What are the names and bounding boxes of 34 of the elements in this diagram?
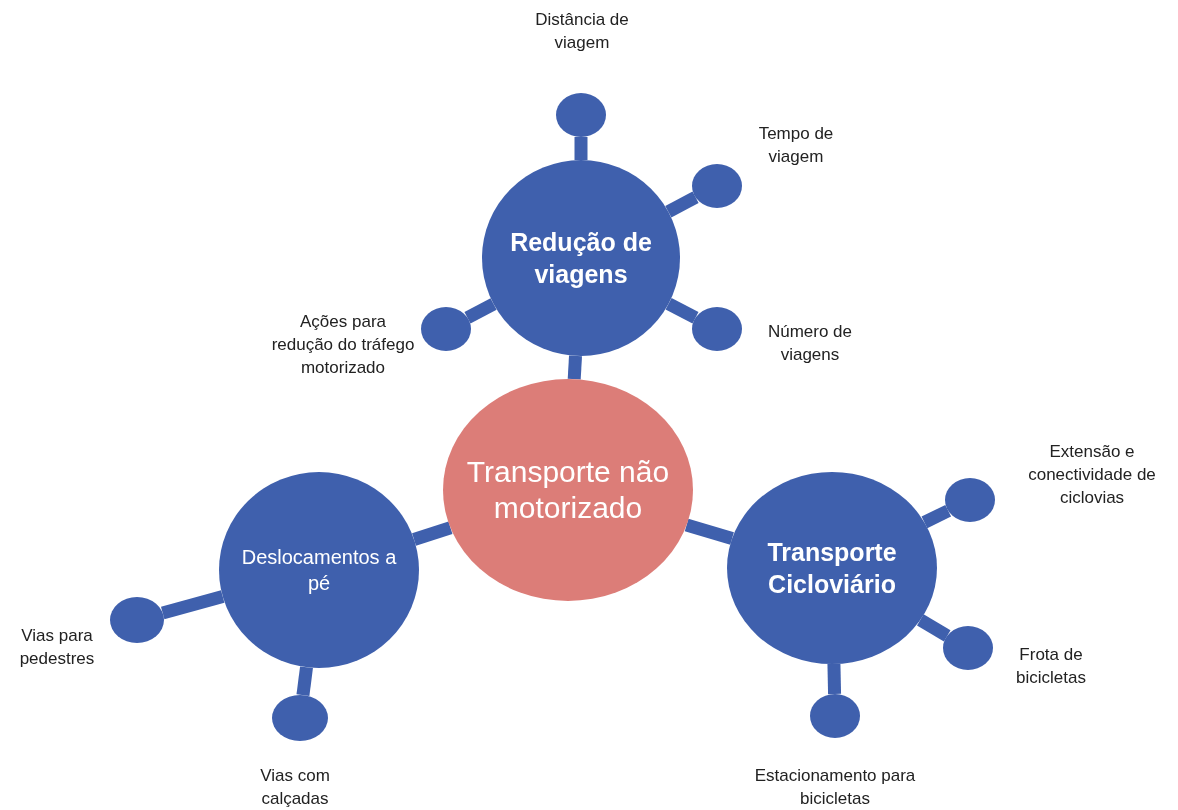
connector-line [917, 614, 951, 642]
node-caption: Frota de bicicletas [1015, 644, 1087, 689]
connector-line [567, 355, 582, 380]
connector-line [296, 666, 313, 696]
small-circle [943, 626, 993, 670]
node-caption: Número de viagens [766, 321, 854, 366]
node-caption: Tempo de viagem [757, 123, 835, 168]
small-circle [272, 695, 328, 741]
small-circle [556, 93, 606, 137]
connector-line [827, 663, 842, 695]
connector-line [665, 191, 699, 218]
node-caption: Estacionamento para bicicletas [753, 765, 917, 810]
node-caption: Extensão e conectividade de ciclovias [1027, 441, 1157, 509]
node-label: Redução de viagens [509, 227, 653, 290]
connector-line [921, 504, 952, 529]
node-caption: Vias com calçadas [259, 765, 331, 810]
small-circle [421, 307, 471, 351]
connector-line [161, 590, 225, 620]
connector-line [464, 298, 497, 324]
node-label: Transporte não motorizado [465, 454, 671, 526]
node-caption: Vias para pedestres [18, 625, 96, 670]
small-circle [110, 597, 164, 643]
small-circle [945, 478, 995, 522]
connector-line [412, 521, 453, 546]
connector-line [665, 297, 699, 324]
node-label: Transporte Cicloviário [766, 537, 898, 600]
node-caption: Ações para redução do tráfego motorizado [270, 311, 416, 379]
connector-line [574, 137, 588, 160]
node-caption: Distância de viagem [534, 9, 630, 54]
small-circle [692, 307, 742, 351]
connector-line [684, 518, 734, 545]
small-circle [692, 164, 742, 208]
node-label: Deslocamentos a pé [240, 545, 398, 596]
small-circle [810, 694, 860, 738]
